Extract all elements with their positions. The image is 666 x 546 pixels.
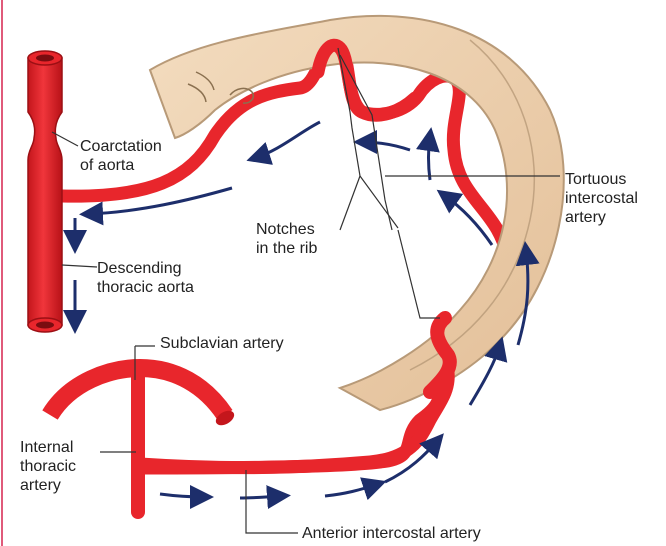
label-internal-thoracic: Internal thoracic artery [20,438,76,495]
label-descending-line2: thoracic aorta [97,278,194,297]
label-internal-line2: thoracic [20,457,76,476]
label-notches-line2: in the rib [256,239,317,258]
flow-arrow [325,484,378,496]
label-tortuous-line3: artery [565,208,638,227]
label-subclavian-text: Subclavian artery [160,335,284,352]
label-coarctation-line1: Coarctation [80,137,162,156]
flow-arrow [429,136,431,180]
leader-descending [62,265,97,267]
aorta-top-lumen [36,55,54,62]
label-subclavian: Subclavian artery [160,334,284,353]
label-internal-line3: artery [20,476,76,495]
label-coarctation-line2: of aorta [80,156,162,175]
label-anterior-text: Anterior intercostal artery [302,525,481,542]
label-descending-aorta: Descending thoracic aorta [97,259,194,297]
label-tortuous-line2: intercostal [565,189,638,208]
label-coarctation: Coarctation of aorta [80,137,162,175]
label-tortuous-line1: Tortuous [565,170,638,189]
label-tortuous-intercostal: Tortuous intercostal artery [565,170,638,227]
leader-anterior [246,470,298,533]
flow-arrow [255,122,320,158]
label-descending-line1: Descending [97,259,194,278]
aorta-bottom-lumen [36,322,54,329]
leader-notches-d [398,230,440,318]
leader-notches-b [340,176,360,230]
label-notches-line1: Notches [256,220,317,239]
flow-arrow [362,142,410,150]
descending-aorta [28,58,62,325]
label-notches: Notches in the rib [256,220,317,258]
flow-arrow [160,494,205,497]
label-internal-line1: Internal [20,438,76,457]
label-anterior-intercostal: Anterior intercostal artery [302,524,481,543]
